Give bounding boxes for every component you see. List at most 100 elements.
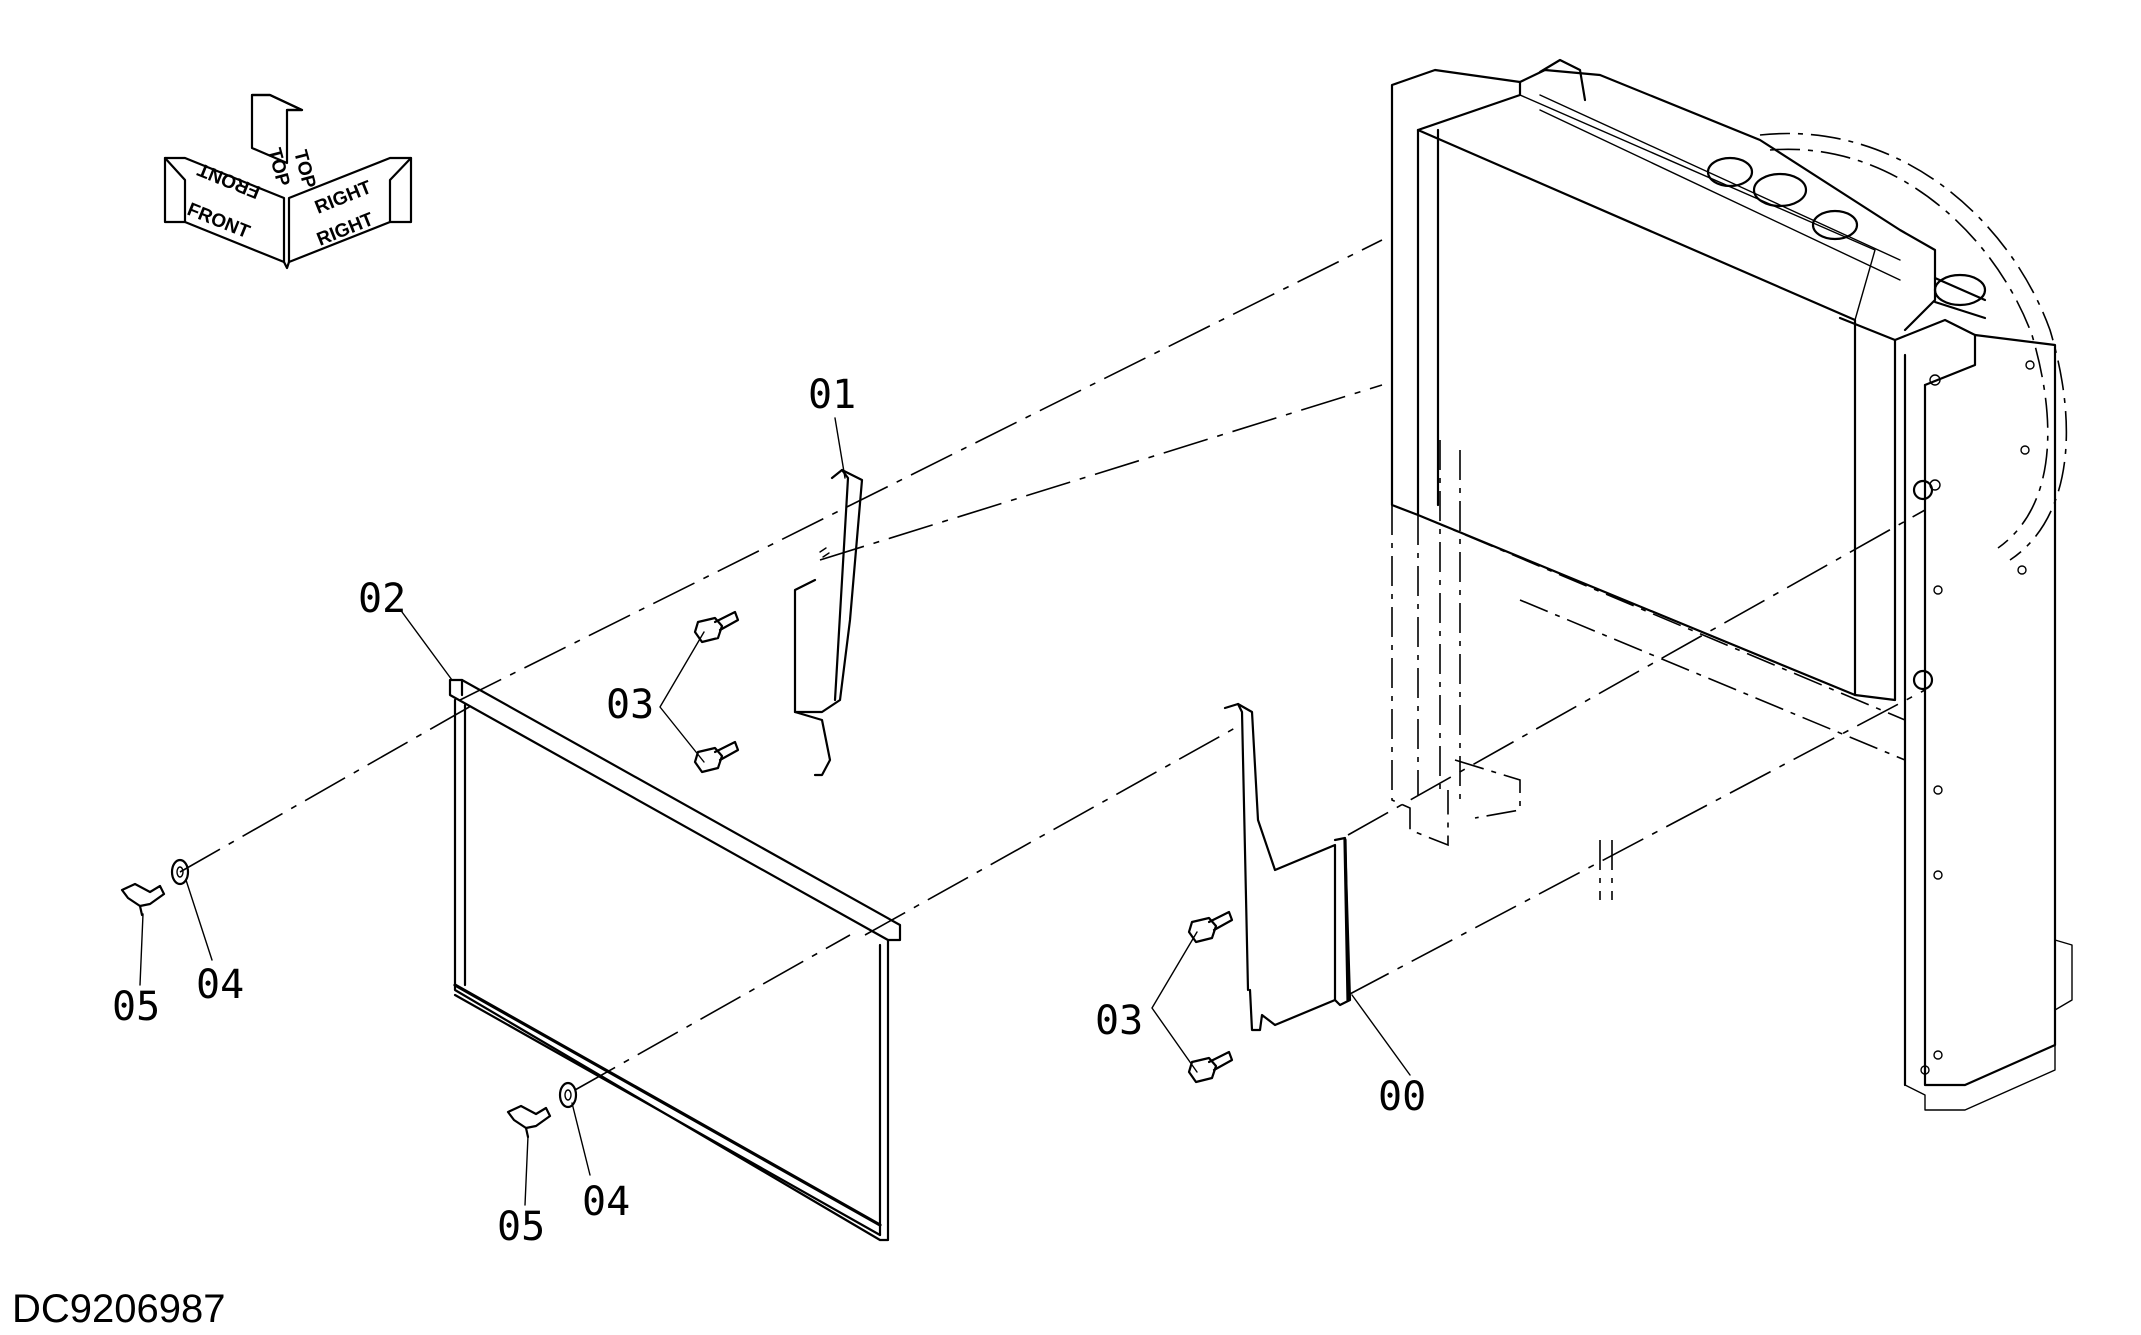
callout-04-bottom: 04 — [582, 1179, 630, 1225]
wingnut-05-bottom — [506, 1104, 552, 1139]
outlet-pipe — [1933, 273, 1987, 307]
bracket-01-ridge — [833, 468, 850, 702]
bolt-shank — [1207, 1050, 1234, 1072]
callout-03-upper: 03 — [606, 682, 654, 728]
callout-02: 02 — [358, 576, 406, 622]
lower-cross-member — [1519, 599, 1906, 761]
callout-03-lower: 03 — [1095, 998, 1143, 1044]
frame-column — [1923, 333, 2057, 1087]
bolt-head — [693, 746, 724, 774]
frame-foot — [1904, 1044, 2056, 1111]
bolt-hole-4 — [1933, 785, 1943, 795]
centerline-part00-top — [1347, 509, 1926, 836]
washer-04-bottom-hole — [564, 1089, 572, 1101]
centerline-top-rail — [459, 239, 1383, 701]
radiator-cap-3 — [1811, 209, 1859, 241]
core-top-edge — [1417, 94, 1876, 321]
mount-stud-upper — [1912, 479, 1934, 501]
washer-04-left-hole — [176, 866, 184, 878]
washer-04-bottom — [558, 1081, 578, 1109]
bracket-01-body — [793, 468, 864, 714]
callout-labels: 01 02 03 03 00 04 04 05 05 — [112, 372, 1426, 1250]
centerline-part00-bottom — [864, 727, 1236, 936]
callout-05-bottom: 05 — [497, 1204, 545, 1250]
leader-05-bottom — [524, 1135, 529, 1206]
bolt-hole-1 — [1929, 374, 1941, 386]
fan-shroud-arc-inner — [1769, 148, 2049, 549]
top-tank — [1518, 68, 1937, 332]
callout-01: 01 — [808, 372, 856, 418]
leader-04-bottom — [571, 1102, 591, 1176]
part-05-wingnuts — [120, 882, 552, 1139]
washer-04-left — [170, 858, 190, 886]
part-00-bracket — [1223, 702, 1352, 1032]
bracket-00-body — [1223, 702, 1337, 1032]
leader-04-left — [185, 879, 213, 961]
bolt-head — [1187, 916, 1218, 944]
outlet-pipe-body — [1933, 276, 1987, 320]
leader-05-left — [139, 913, 144, 986]
drain-pipe — [1599, 840, 1613, 900]
bolt-03-a — [693, 610, 740, 644]
screen-frame-outer — [453, 698, 890, 1242]
callout-05-left: 05 — [112, 984, 160, 1030]
bolt-shank — [1207, 910, 1234, 932]
orientation-indicator: TOP TOP FRONT FRONT RIGHT RIGHT — [163, 93, 413, 270]
leader-00 — [1351, 994, 1411, 1076]
radiator-left-tank — [1390, 68, 1522, 517]
bolt-hole-3 — [1933, 585, 1943, 595]
bolt-03-d — [1187, 1050, 1234, 1084]
top-bracket — [1538, 58, 1587, 102]
bolt-head — [693, 616, 724, 644]
bolt-head — [1187, 1056, 1218, 1084]
lower-core-edge — [1417, 514, 1906, 721]
centerline-bottom-bolt — [574, 934, 851, 1091]
bolt-shank — [713, 610, 740, 632]
left-post-channel — [1439, 440, 1461, 800]
centerline-part00-lower — [1347, 689, 1926, 996]
wingnut-05-left — [120, 882, 166, 917]
wingnut-stem — [138, 904, 144, 917]
right-arrow-head — [388, 156, 413, 224]
radiator-assembly — [1390, 58, 2073, 1111]
bracket-01-foot — [793, 710, 832, 777]
figure-id: DC9206987 — [12, 1287, 226, 1331]
leader-lines — [139, 417, 1411, 1206]
alignment-lines — [179, 239, 1926, 1091]
bolt-03-c — [1187, 910, 1234, 944]
part-04-washers — [170, 858, 578, 1109]
bracket-00-flange — [1333, 836, 1352, 1007]
left-support-post — [1391, 505, 1449, 847]
bolt-hole-6 — [1933, 1050, 1943, 1060]
bracket-00-edge — [1343, 838, 1350, 1002]
radiator-core — [1416, 128, 1857, 697]
wingnut-body — [120, 882, 166, 908]
leader-03-upper — [659, 631, 705, 763]
leader-01 — [834, 417, 846, 479]
leader-03-lower — [1151, 931, 1198, 1073]
callout-00: 00 — [1378, 1074, 1426, 1120]
mount-stud-lower — [1912, 669, 1934, 691]
radiator-cap-1 — [1706, 156, 1754, 188]
top-tank-rib — [1539, 94, 1901, 261]
top-tank-rib-2 — [1539, 109, 1901, 281]
bolt-hole-5 — [1933, 870, 1943, 880]
wingnut-body — [506, 1104, 552, 1130]
bolt-hole-9 — [2020, 445, 2030, 455]
part-01-bracket — [793, 468, 864, 777]
leader-02 — [401, 611, 453, 681]
bolt-hole-8 — [2025, 360, 2035, 370]
bolt-hole-10 — [2017, 565, 2027, 575]
screen-frame-bottom — [453, 983, 882, 1227]
bolt-hole-7 — [1920, 1065, 1930, 1075]
part-03-bolts — [693, 610, 1234, 1084]
centerline-part01 — [819, 384, 1383, 561]
bolt-03-b — [693, 740, 740, 774]
right-tank — [1838, 316, 1897, 702]
bracket-01-mark — [819, 547, 830, 558]
screen-top-rail — [448, 678, 902, 942]
left-post-bracket — [1454, 759, 1521, 819]
label-front-mirror: FRONT — [195, 158, 264, 202]
